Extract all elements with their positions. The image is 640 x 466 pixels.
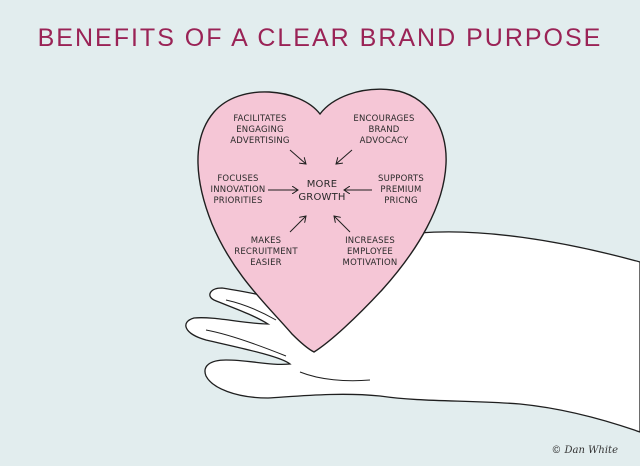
benefit-line: MOTIVATION [342, 258, 398, 268]
finger-crease [225, 299, 277, 321]
benefit-line: BRAND [368, 125, 400, 135]
benefit-line: INCREASES [345, 236, 395, 246]
benefit-label: ENCOURAGES BRAND ADVOCACY [344, 114, 424, 147]
benefit-line: ENCOURAGES [353, 114, 415, 124]
benefit-line: ADVERTISING [230, 136, 290, 146]
palm-line [299, 371, 371, 382]
benefit-label: INCREASES EMPLOYEE MOTIVATION [330, 236, 410, 269]
benefit-line: ADVOCACY [359, 136, 409, 146]
author-credit: © Dan White [551, 445, 618, 456]
benefit-line: SUPPORTS [377, 174, 425, 184]
benefit-line: PREMIUM [380, 185, 422, 195]
benefit-line: RECRUITMENT [234, 247, 298, 257]
benefit-line: EASIER [250, 258, 282, 268]
arrow-bottom-right [334, 216, 351, 233]
benefit-line: ENGAGING [236, 125, 284, 135]
benefit-line: FOCUSES [217, 174, 259, 184]
benefit-label: FACILITATES ENGAGING ADVERTISING [222, 114, 298, 147]
finger-crease [205, 329, 287, 357]
center-label-line: MORE [306, 179, 338, 190]
benefit-label: MAKES RECRUITMENT EASIER [228, 236, 304, 269]
benefit-line: MAKES [250, 236, 282, 246]
center-label: MORE GROWTH [296, 178, 348, 204]
benefit-line: PRIORITIES [213, 196, 263, 206]
arrow-top-left [289, 149, 306, 164]
diagram-title: BENEFITS OF A CLEAR BRAND PURPOSE [37, 24, 603, 52]
arrow-top-right [336, 149, 353, 164]
center-label-line: GROWTH [298, 192, 346, 203]
benefit-line: FACILITATES [233, 114, 287, 124]
benefit-line: INNOVATION [210, 185, 266, 195]
heart-shape [197, 88, 447, 353]
benefit-label: FOCUSES INNOVATION PRIORITIES [200, 174, 276, 207]
benefit-line: EMPLOYEE [346, 247, 394, 257]
benefit-line: PRICNG [384, 196, 418, 206]
hand-illustration [185, 231, 640, 433]
arrow-bottom-left [289, 216, 306, 233]
benefit-label: SUPPORTS PREMIUM PRICNG [368, 174, 434, 207]
